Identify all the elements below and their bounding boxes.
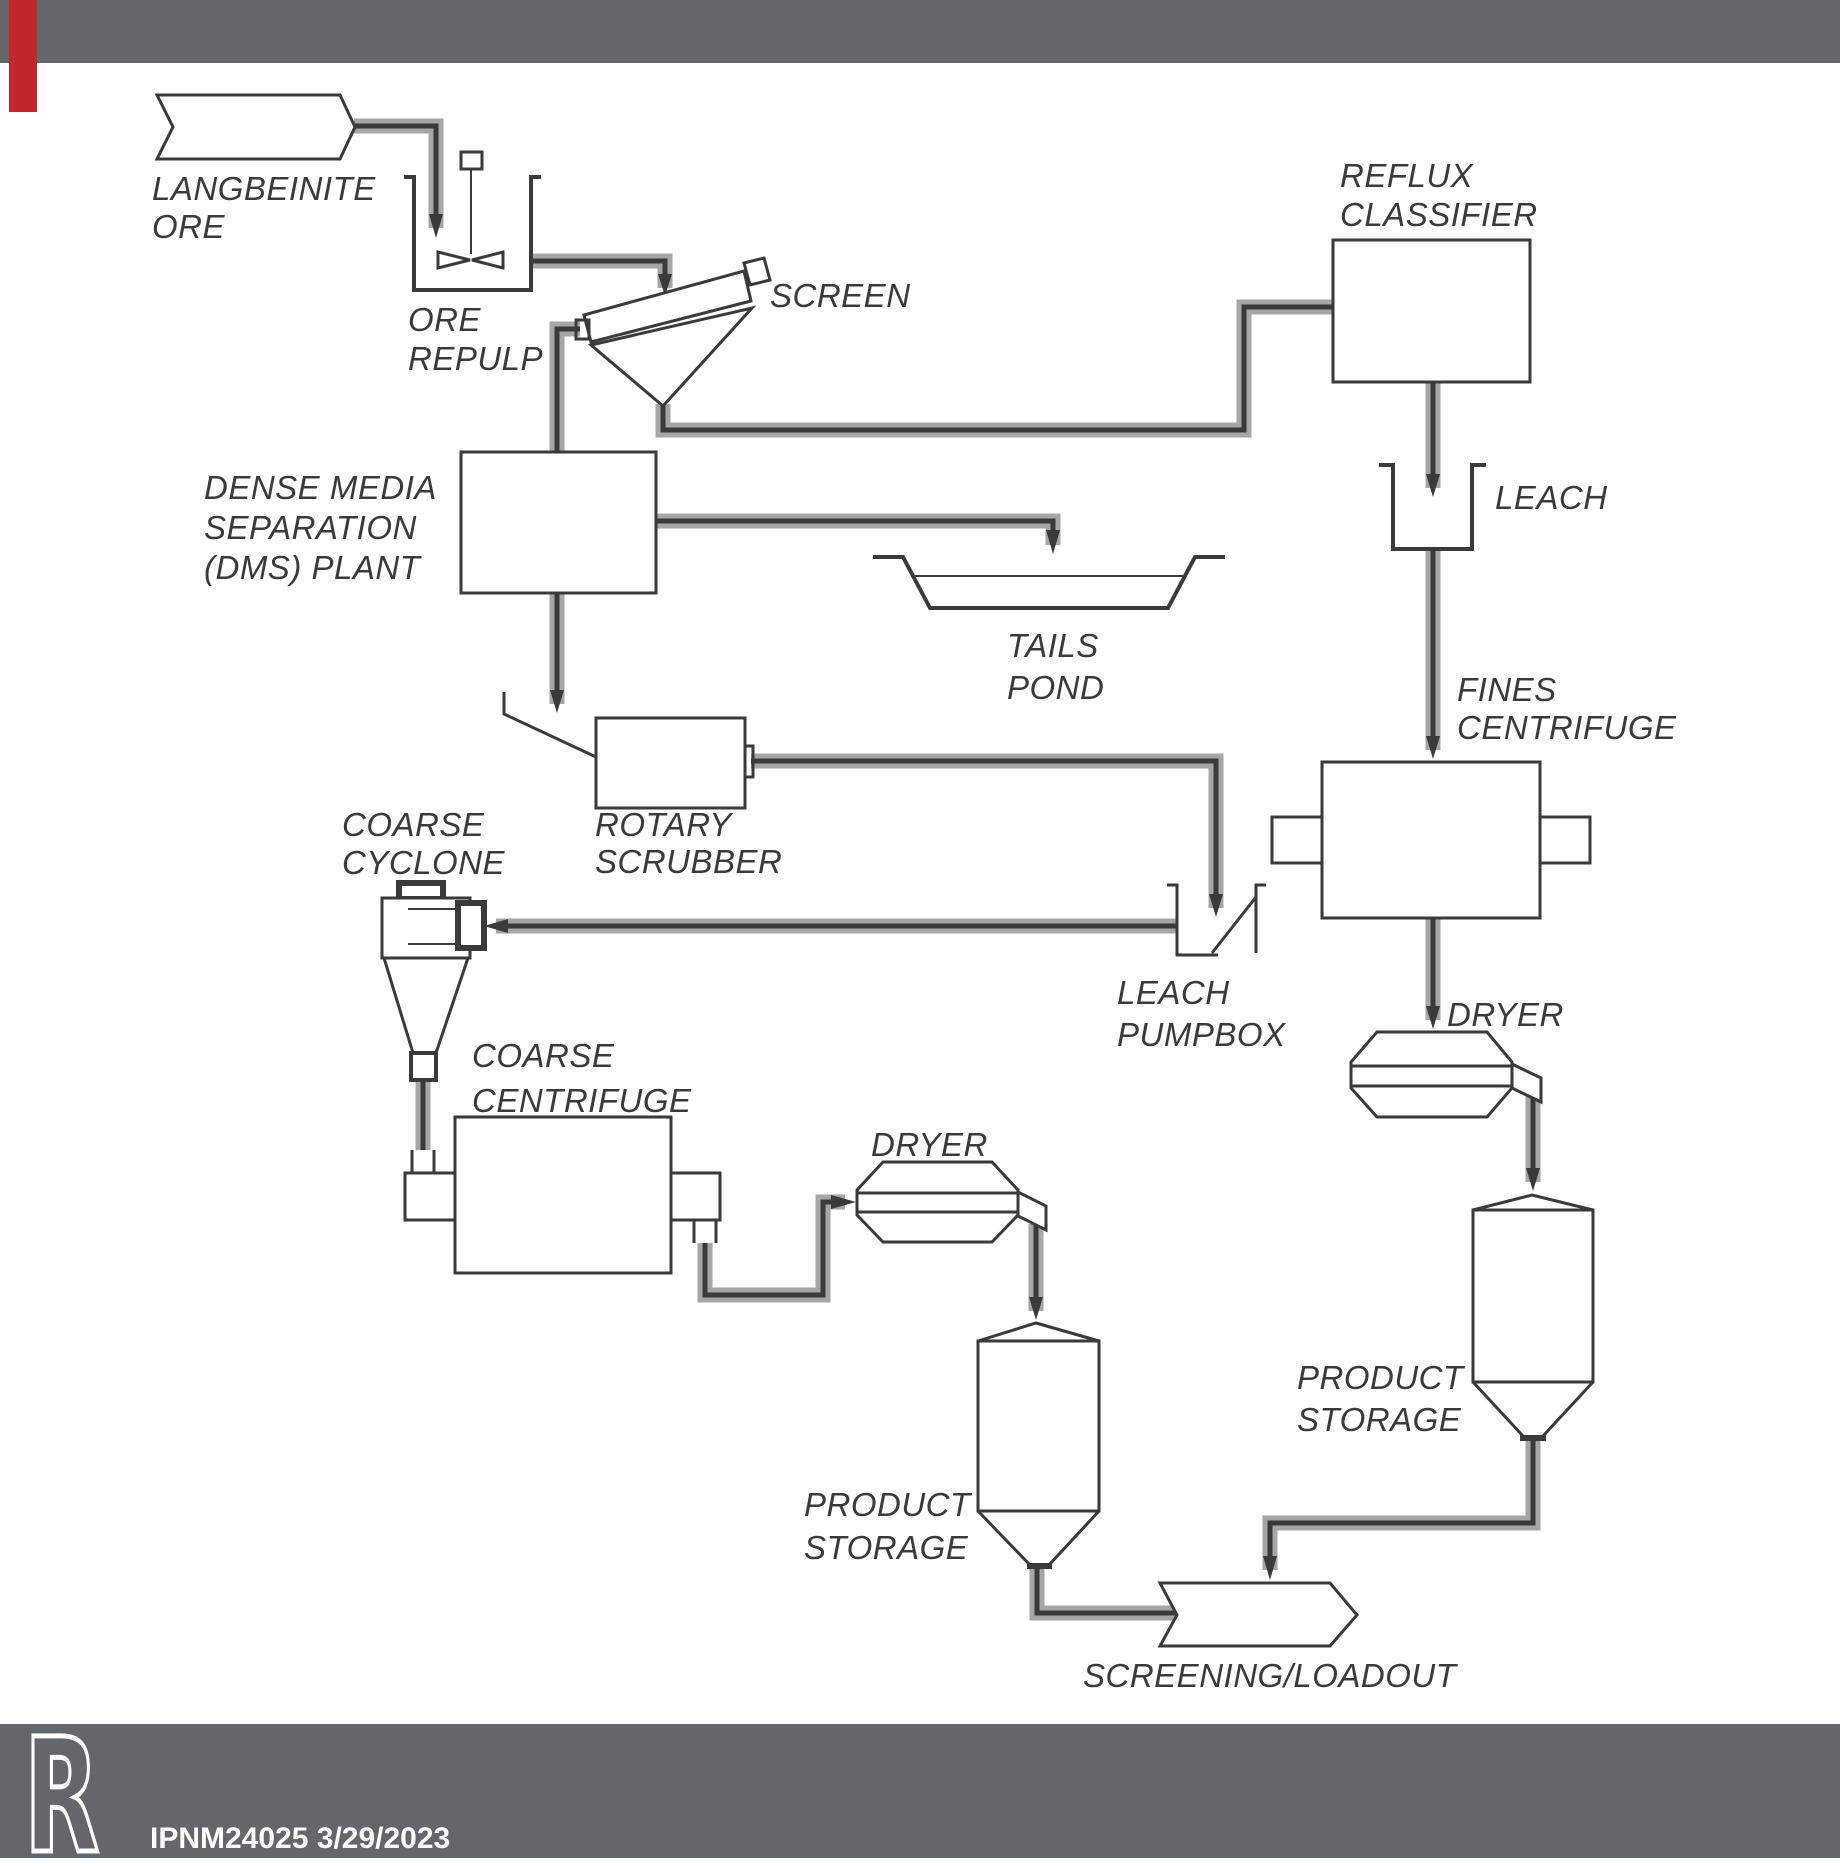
label-coarse-centrifuge-2: CENTRIFUGE <box>472 1082 692 1119</box>
fines-centrifuge-body <box>1320 760 1542 920</box>
coarse-centrifuge-inlet-port <box>410 1150 436 1173</box>
label-tails-pond-2: POND <box>1007 669 1104 706</box>
scrubber-outlet-stub <box>743 744 755 779</box>
header-band <box>0 0 1840 63</box>
cyclone-inlet-box <box>455 900 487 951</box>
fines-silo-roof <box>1472 1193 1594 1212</box>
coarse-silo-body <box>976 1339 1101 1513</box>
label-ore-repulp-2: REPULP <box>408 340 543 377</box>
coarse-centrifuge-left-tab <box>403 1171 457 1222</box>
coarse-silo-roof <box>977 1321 1100 1343</box>
label-product-storage-fines: PRODUCT <box>1297 1359 1466 1396</box>
label-coarse-cyclone-2: CYCLONE <box>342 844 506 881</box>
accent-red-tab <box>9 0 37 112</box>
label-dms-3: (DMS) PLANT <box>204 549 423 586</box>
label-leach: LEACH <box>1495 479 1608 516</box>
agitator-blade-right <box>471 250 505 270</box>
label-dms-1: DENSE MEDIA <box>204 469 437 506</box>
footer-doc-id: IPNM24025 3/29/2023 <box>150 1822 450 1855</box>
screen-underpan <box>587 305 757 409</box>
label-dryer-fines: DRYER <box>1447 996 1564 1033</box>
coarse-dryer-spout <box>1016 1189 1048 1233</box>
label-product-storage-coarse: PRODUCT <box>804 1486 973 1523</box>
labels: LANGBEINITE ORE ORE REPULP SCREEN REFLUX… <box>152 157 1677 1694</box>
label-leach-pumpbox-2: PUMPBOX <box>1117 1016 1287 1053</box>
footer-band <box>0 1724 1840 1858</box>
agitator-blade-left <box>436 250 471 270</box>
flow-lines <box>354 118 1541 1621</box>
leach-tank <box>1379 463 1486 551</box>
scrubber-feed-chute <box>502 692 597 759</box>
ore-repulp-tank <box>404 175 541 292</box>
coarse-dryer-drum <box>855 1160 1020 1244</box>
label-reflux-classifier-2: CLASSIFIER <box>1340 196 1538 233</box>
fines-dryer-drum <box>1349 1030 1514 1119</box>
label-fines-centrifuge: FINES <box>1457 671 1557 708</box>
leach-pumpbox-tank <box>1167 883 1218 957</box>
dms-plant-box <box>459 450 658 595</box>
screen-drive-box <box>742 256 772 287</box>
label-product-storage-fines-2: STORAGE <box>1297 1401 1462 1438</box>
screening-loadout-banner <box>1157 1581 1359 1648</box>
leach-pumpbox-pump-line <box>1210 896 1258 954</box>
reflux-classifier-box <box>1331 238 1532 384</box>
label-product-storage-coarse-2: STORAGE <box>804 1529 969 1566</box>
fines-silo-body <box>1471 1208 1595 1384</box>
label-reflux-classifier: REFLUX <box>1340 157 1475 194</box>
fines-centrifuge-right-tab <box>1538 815 1592 865</box>
label-screen: SCREEN <box>770 277 911 314</box>
langbeinite-ore-banner <box>154 93 357 161</box>
fines-silo-cone <box>1471 1380 1595 1438</box>
leach-pumpbox-wall <box>1254 883 1266 953</box>
fines-centrifuge-left-tab <box>1270 815 1324 865</box>
label-fines-centrifuge-2: CENTRIFUGE <box>1457 709 1677 746</box>
equipment <box>154 93 1595 1648</box>
footer: R IPNM24025 3/29/2023 <box>22 1704 450 1866</box>
label-rotary-scrubber: ROTARY <box>595 806 733 843</box>
cyclone-spigot <box>409 1051 438 1082</box>
coarse-centrifuge-body <box>453 1115 673 1275</box>
label-coarse-centrifuge: COARSE <box>472 1037 615 1074</box>
label-screening-loadout: SCREENING/LOADOUT <box>1083 1657 1459 1694</box>
label-coarse-cyclone: COARSE <box>342 806 485 843</box>
coarse-silo-cone <box>976 1509 1101 1567</box>
screen-oversize-outlet <box>574 318 591 341</box>
label-langbeinite-ore: LANGBEINITE <box>152 170 376 207</box>
label-tails-pond: TAILS <box>1007 627 1099 664</box>
coarse-centrifuge-outlet-port <box>692 1220 718 1243</box>
label-rotary-scrubber-2: SCRUBBER <box>595 843 782 880</box>
logo-r: R <box>24 1706 99 1866</box>
label-dryer-coarse: DRYER <box>871 1126 988 1163</box>
coarse-centrifuge-right-tab <box>669 1171 722 1222</box>
tails-pond-basin <box>873 555 1225 610</box>
label-langbeinite-ore-2: ORE <box>152 208 226 245</box>
rotary-scrubber-body <box>594 716 747 810</box>
label-ore-repulp: ORE <box>408 301 482 338</box>
fines-dryer-spout <box>1510 1061 1543 1105</box>
label-dms-2: SEPARATION <box>204 509 417 546</box>
label-leach-pumpbox: LEACH <box>1117 974 1230 1011</box>
